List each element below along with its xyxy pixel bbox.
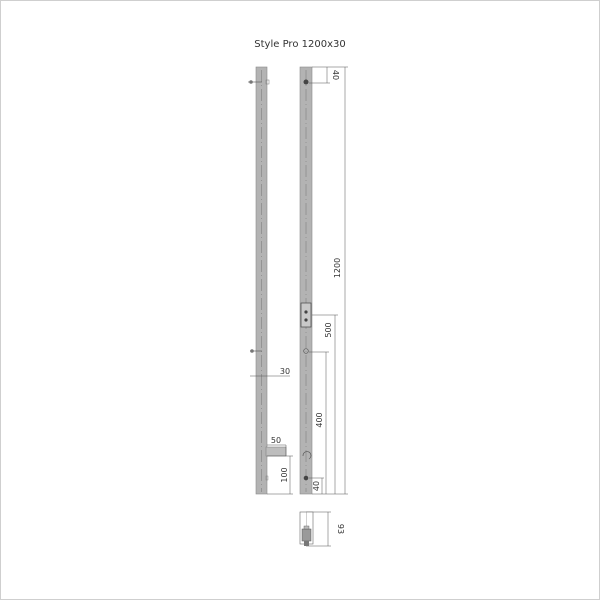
dim-width: 30 xyxy=(280,367,290,376)
wall-fixing-bottom-icon xyxy=(250,349,262,353)
dim-lower-holder: 400 xyxy=(315,412,324,427)
dim-total-height: 1200 xyxy=(333,258,342,278)
connection-point-icon xyxy=(304,310,308,314)
bracket xyxy=(265,446,287,457)
middle-mount-hole-icon xyxy=(303,348,309,354)
rotation-knob-icon xyxy=(302,451,312,460)
connection-box xyxy=(300,302,312,328)
dim-top-offset: 40 xyxy=(331,70,340,80)
dim-bracket-depth: 50 xyxy=(271,436,281,445)
dim-connection-height: 500 xyxy=(324,322,333,337)
dim-valve-height: 93 xyxy=(336,524,345,534)
dimension-lines xyxy=(250,66,348,547)
wall-fixing-top-icon xyxy=(248,79,270,85)
front-view xyxy=(299,66,313,495)
valve-port xyxy=(265,475,269,481)
dim-bracket-height: 100 xyxy=(280,467,289,482)
connection-point-icon xyxy=(304,318,308,322)
side-view xyxy=(248,66,287,495)
valve-detail xyxy=(299,511,314,546)
bottom-mount-hole-icon xyxy=(303,475,309,481)
dim-bottom-offset: 40 xyxy=(312,481,321,491)
dimension-labels: 40 1200 500 400 40 30 50 100 93 xyxy=(271,70,345,534)
top-mount-hole-icon xyxy=(303,79,309,85)
drawing-title: Style Pro 1200x30 xyxy=(254,39,345,50)
